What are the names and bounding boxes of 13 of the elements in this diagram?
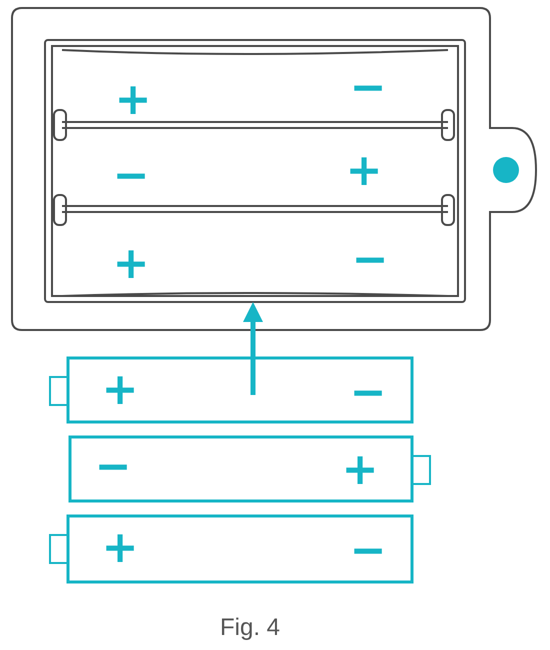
polarity-sign: − xyxy=(350,529,386,573)
figure-caption: Fig. 4 xyxy=(220,614,280,642)
polarity-sign: + xyxy=(112,242,150,286)
polarity-sign: − xyxy=(94,445,132,489)
polarity-sign: − xyxy=(352,238,388,282)
polarity-sign: − xyxy=(350,371,386,415)
polarity-sign: + xyxy=(342,448,378,492)
polarity-sign: + xyxy=(346,149,382,193)
polarity-sign: + xyxy=(102,368,138,412)
polarity-sign: − xyxy=(112,154,150,198)
polarity-sign: + xyxy=(102,526,138,570)
polarity-sign: − xyxy=(350,66,386,110)
polarity-sign: + xyxy=(114,78,152,122)
